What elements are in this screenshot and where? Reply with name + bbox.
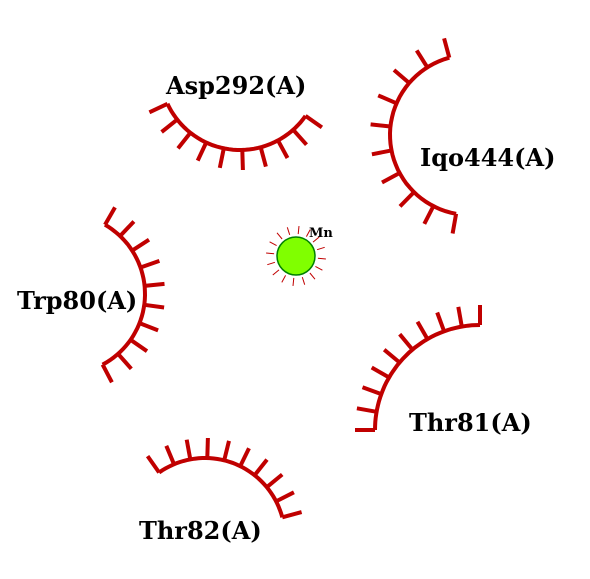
residue-label-thr82: Thr82(A) [139, 516, 262, 545]
residue-hash-mark [356, 406, 377, 414]
residue-hash-mark [253, 458, 269, 477]
residue-hash-mark [195, 141, 209, 162]
metal-ray [272, 269, 280, 276]
residue-hash-mark [382, 348, 401, 365]
residue-hash-mark [238, 447, 251, 468]
residue-label-thr81: Thr81(A) [409, 408, 532, 437]
metal-ray [269, 241, 277, 247]
residue-hash-mark [100, 363, 114, 384]
residue-hash-mark [371, 148, 392, 157]
metal-label: Mn [309, 226, 333, 241]
residue-hash-mark [139, 259, 161, 270]
residue-arc-thr81 [355, 305, 482, 432]
metal-rays [266, 226, 326, 286]
metal-ray [309, 272, 316, 280]
metal-ray [297, 226, 300, 235]
metal-ray [317, 257, 326, 260]
metal-atom [276, 236, 316, 276]
residue-hash-mark [258, 146, 268, 168]
metal-ray [301, 276, 306, 285]
residue-hash-mark [377, 93, 398, 106]
residue-hash-mark [450, 213, 459, 234]
residue-hash-mark [131, 238, 151, 253]
residue-hash-mark [205, 437, 210, 459]
residue-hash-mark [435, 311, 446, 332]
metal-ray [267, 261, 276, 266]
residue-arc-line [387, 55, 457, 216]
metal-ray [286, 227, 291, 236]
residue-label-iqo444: Iqo444(A) [420, 143, 555, 172]
residue-arc-line [373, 323, 481, 431]
residue-hash-mark [304, 114, 324, 130]
residue-arc-iqo444 [370, 37, 459, 234]
residue-hash-mark [361, 385, 382, 396]
residue-hash-mark [415, 49, 429, 69]
residue-label-asp292: Asp292(A) [165, 71, 306, 100]
residue-hash-mark [116, 352, 133, 371]
residue-hash-mark [160, 118, 179, 134]
residue-hash-mark [240, 149, 245, 171]
metal-ray [266, 252, 275, 255]
metal-ray [312, 236, 320, 243]
residue-hash-mark [291, 128, 308, 147]
residue-hash-mark [144, 302, 165, 310]
metal-ray [292, 277, 295, 286]
residue-hash-mark [164, 445, 176, 465]
metal-ray [281, 275, 287, 283]
residue-hash-mark [138, 321, 159, 333]
residue-hash-mark [129, 338, 149, 353]
residue-hash-mark [370, 122, 391, 129]
residue-arc-thr82 [145, 437, 303, 520]
residue-label-trp80: Trp80(A) [17, 286, 137, 315]
residue-hash-mark [176, 131, 192, 150]
residue-hash-mark [145, 454, 161, 474]
residue-hash-mark [103, 206, 117, 226]
residue-hash-mark [118, 220, 136, 238]
residue-arc-line [157, 456, 285, 518]
residue-hash-mark [265, 472, 284, 489]
residue-hash-mark [398, 332, 415, 351]
residue-hash-mark [222, 440, 231, 461]
residue-hash-mark [392, 68, 411, 85]
metal-ray [305, 229, 311, 237]
residue-arc-line [101, 222, 148, 367]
residue-hash-mark [276, 139, 290, 159]
residue-hash-mark [184, 439, 193, 460]
residue-hash-mark [275, 490, 295, 504]
residue-arc-asp292 [148, 101, 324, 171]
metal-ray [315, 265, 323, 271]
residue-arc-line [165, 102, 308, 152]
residue-hash-mark [422, 205, 436, 225]
residue-hash-mark [456, 306, 464, 327]
residue-hash-mark [281, 510, 303, 520]
residue-hash-mark [370, 365, 391, 380]
residue-hash-mark [381, 171, 401, 185]
residue-hash-mark [144, 281, 165, 288]
residue-hash-mark [217, 147, 226, 169]
residue-hash-mark [415, 320, 430, 341]
metal-ray [316, 246, 325, 251]
residue-hash-mark [442, 37, 452, 59]
metal-ray [276, 232, 283, 240]
residue-hash-mark [398, 190, 416, 208]
residue-hash-mark [148, 101, 169, 115]
residue-arc-trp80 [100, 206, 165, 384]
